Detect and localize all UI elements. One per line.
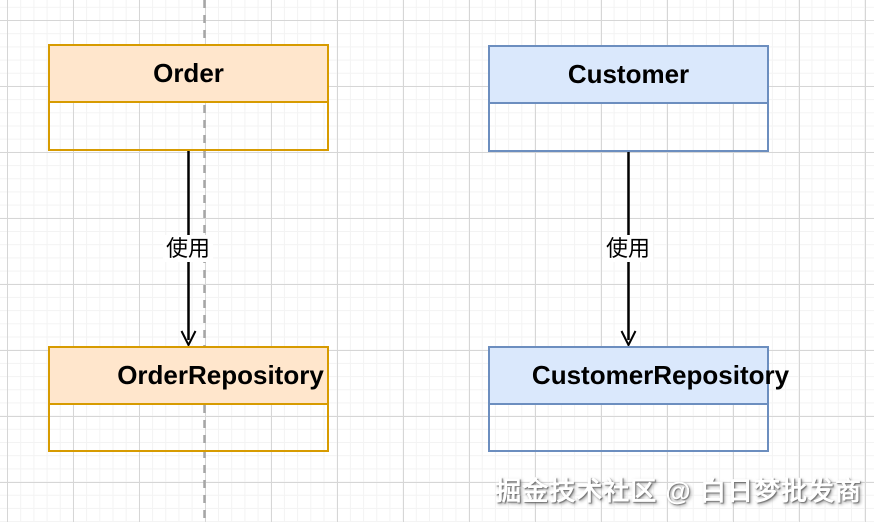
class-node-order-repository-body: [50, 405, 327, 450]
class-node-customer-title-text: Customer: [567, 59, 690, 89]
class-node-customer-title: Customer: [490, 47, 767, 104]
class-node-order-repository-title-text: OrderRepository: [117, 360, 324, 390]
class-node-customer-repository: CustomerRepository: [488, 346, 789, 452]
class-node-customer: Customer: [488, 45, 769, 152]
class-node-order: Order: [48, 44, 329, 151]
class-node-customer-repository-title: CustomerRepository: [490, 348, 789, 405]
class-node-order-repository-title: OrderRepository: [50, 348, 327, 405]
class-node-order-title: Order: [50, 46, 327, 103]
watermark: 掘金技术社区 @ 白日梦批发商: [495, 476, 862, 506]
class-node-customer-repository-body: [490, 405, 767, 450]
class-node-customer-body: [490, 104, 767, 150]
class-node-order-body: [50, 103, 327, 149]
edge-label-order-uses: 使用: [162, 235, 214, 262]
class-node-order-repository: OrderRepository: [48, 346, 329, 452]
class-node-order-title-text: Order: [153, 58, 224, 88]
edge-label-customer-uses: 使用: [602, 235, 654, 262]
class-node-customer-repository-title-text: CustomerRepository: [531, 360, 790, 390]
